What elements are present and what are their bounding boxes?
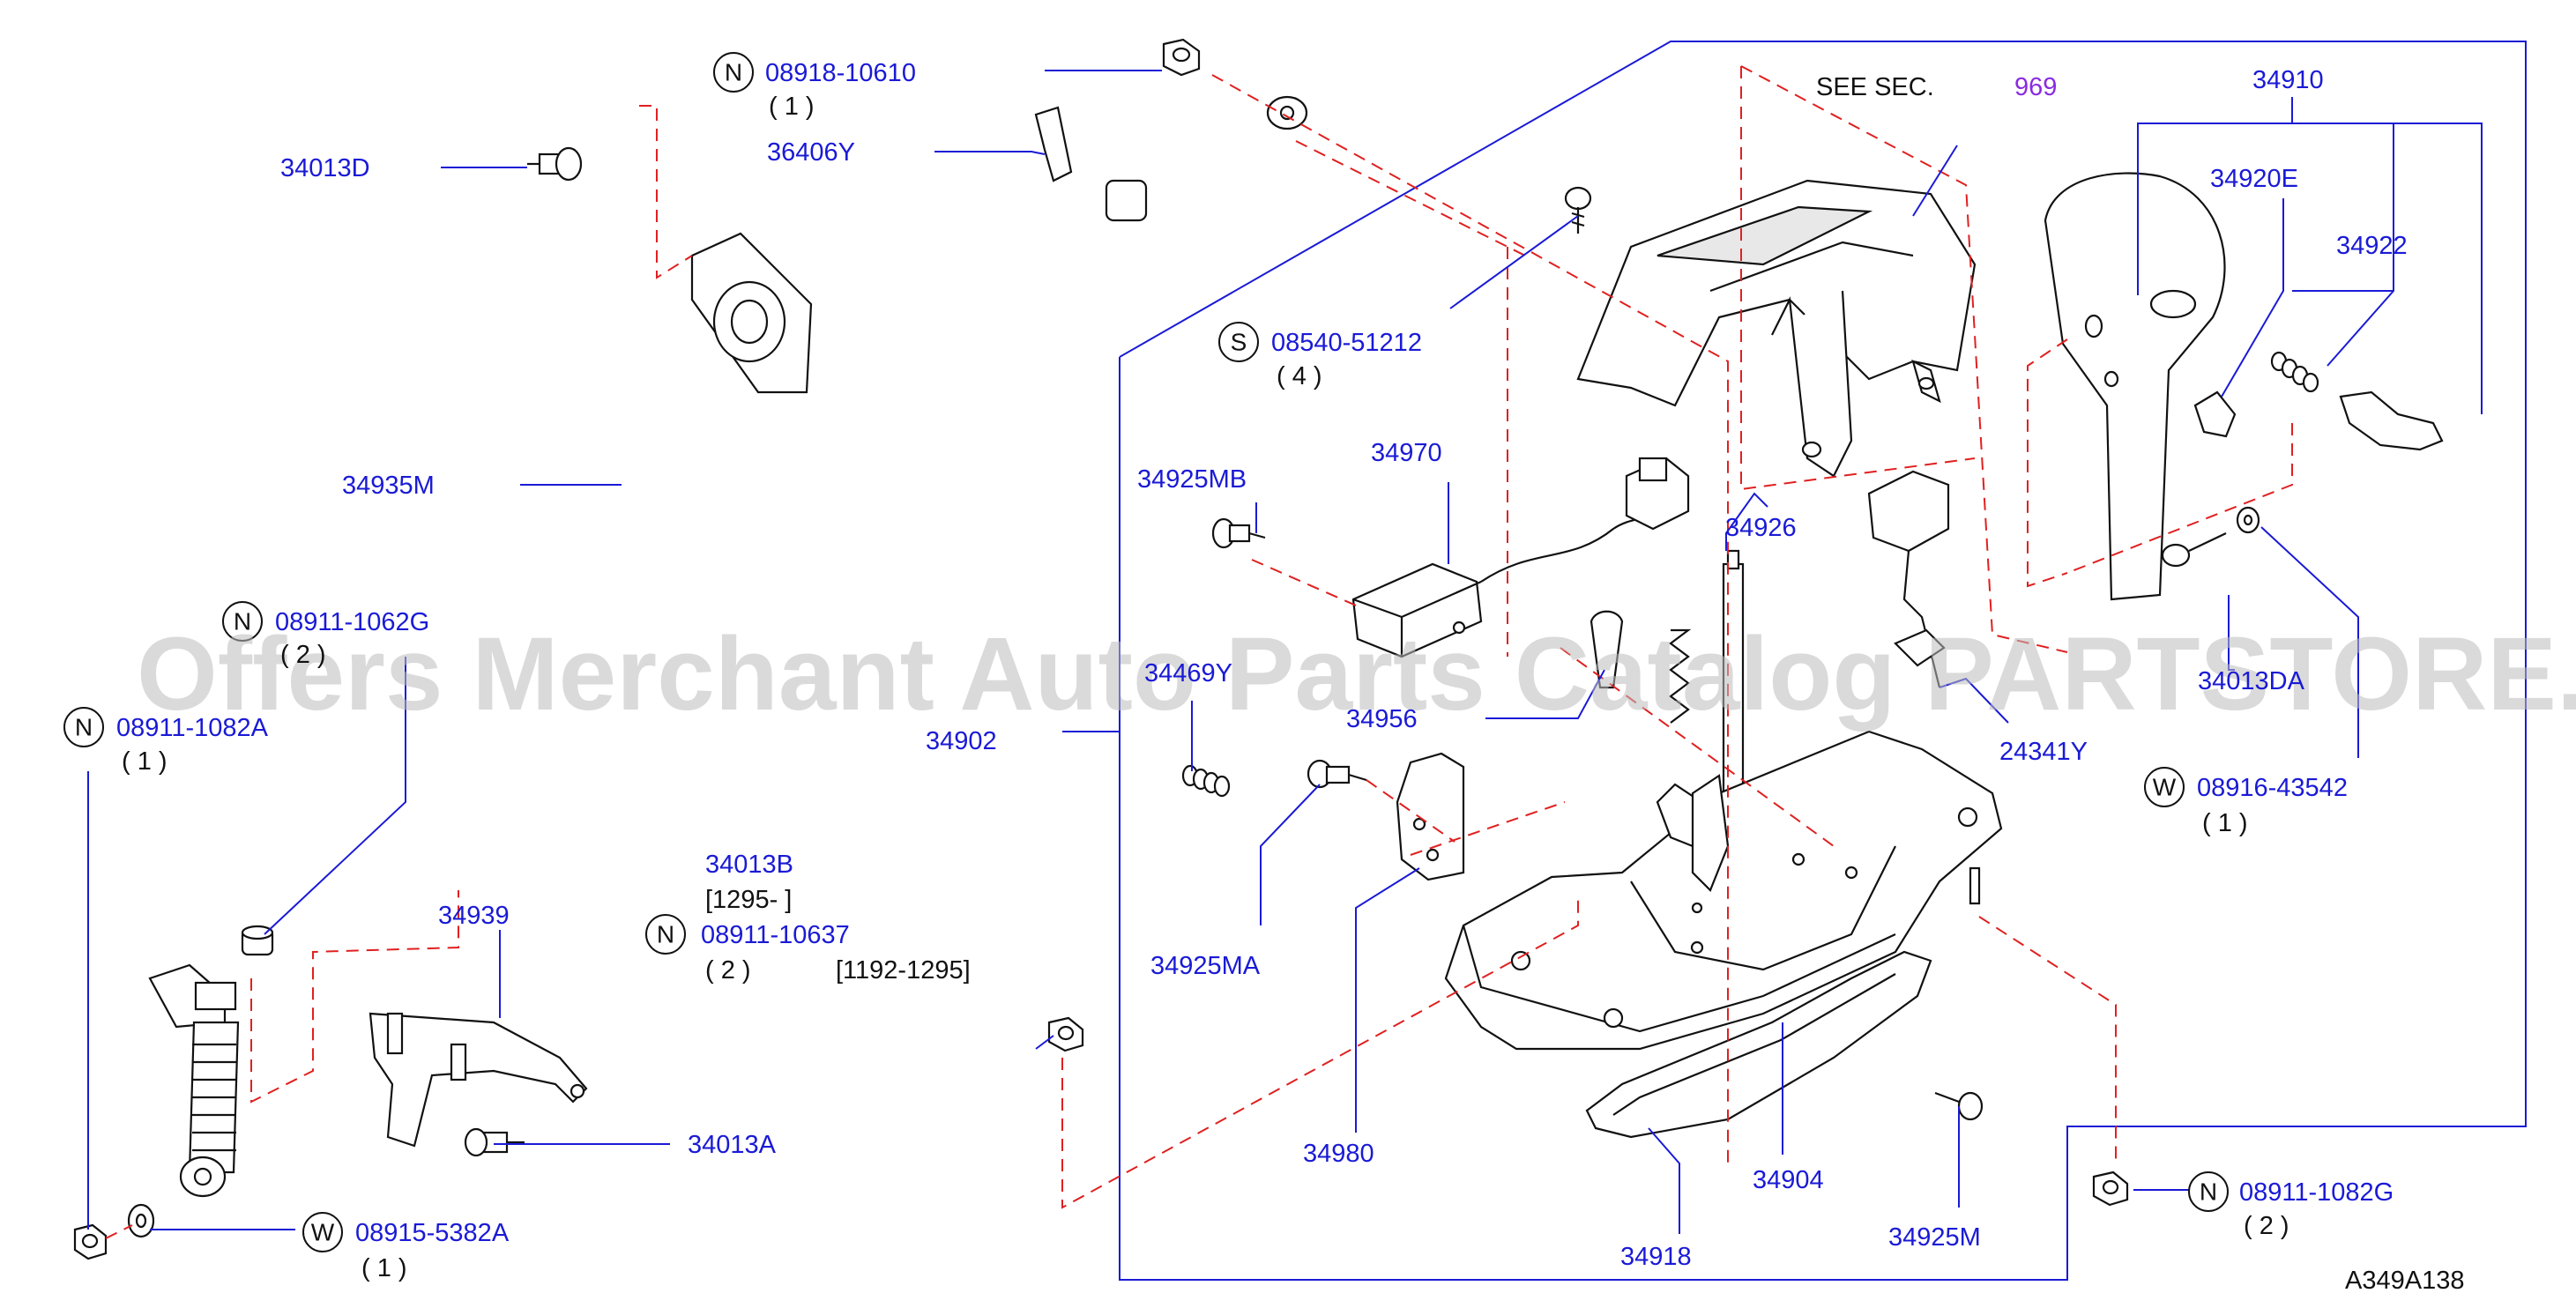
- label-34013D: 34013D: [280, 154, 370, 182]
- label-34970: 34970: [1371, 439, 1442, 467]
- watermark: Offers Merchant Auto Parts Catalog PARTS…: [137, 616, 2576, 732]
- washer-08916-43542: [2236, 506, 2260, 534]
- boot-34918: [1585, 950, 1932, 1139]
- position-switch-34980: [1396, 752, 1465, 881]
- callout-w-2: W: [2153, 774, 2177, 801]
- callout-n-5: N: [2200, 1178, 2217, 1206]
- qty-08918-10610: ( 1 ): [769, 93, 815, 121]
- nut-08911-1082A: [73, 1223, 108, 1260]
- indicator-cover: [1576, 179, 1977, 478]
- diagram-code: A349A138: [2345, 1267, 2464, 1295]
- nut-08911-1082G: [2092, 1171, 2129, 1207]
- spring-34469Y: [1181, 764, 1231, 798]
- qty-08911-1062G: ( 2 ): [280, 641, 326, 669]
- callout-w-1: W: [311, 1219, 335, 1246]
- label-34926: 34926: [1725, 514, 1797, 542]
- label-08911-1082G: 08911-1082G: [2239, 1178, 2394, 1207]
- qty-08916-43542: ( 1 ): [2202, 809, 2248, 837]
- label-34918: 34918: [1620, 1243, 1692, 1271]
- label-34939: 34939: [438, 902, 510, 930]
- alignment-lines: [105, 65, 2293, 1239]
- label-34922: 34922: [2336, 232, 2408, 260]
- label-34925M: 34925M: [1888, 1223, 1981, 1252]
- bolt-34013D: [527, 146, 583, 182]
- label-08915-5382A: 08915-5382A: [355, 1219, 510, 1247]
- qty-08540-51212: ( 4 ): [1277, 362, 1322, 390]
- nut-08911-1062G-left: [241, 925, 274, 956]
- nut-08911-10637: [1047, 1016, 1084, 1052]
- label-34980: 34980: [1303, 1140, 1374, 1168]
- clip-36406Y: [1034, 106, 1073, 182]
- pin-34956: [1590, 610, 1624, 689]
- callout-n-2: N: [234, 608, 251, 635]
- label-34935M: 34935M: [342, 472, 435, 500]
- cable-bracket-top: [690, 232, 813, 394]
- spring-34922: [2270, 351, 2319, 393]
- label-34920E: 34920E: [2210, 165, 2298, 193]
- label-34013B: 34013B: [705, 851, 793, 879]
- screw-34013DA: [2161, 532, 2227, 568]
- label-34904: 34904: [1753, 1166, 1824, 1194]
- knob-push-pin: [2339, 390, 2444, 451]
- callout-n-1: N: [725, 59, 742, 86]
- label-08911-1062G: 08911-1062G: [275, 608, 429, 636]
- range-1192-1295: [1192-1295]: [836, 956, 971, 985]
- screw-08540-51212: [1564, 186, 1592, 234]
- switch-34970: [1351, 457, 1690, 658]
- label-08911-10637: 08911-10637: [701, 921, 850, 949]
- qty-08911-1082G: ( 2 ): [2244, 1212, 2289, 1240]
- label-34013A: 34013A: [688, 1131, 777, 1159]
- detent-spring-34926: [1669, 628, 1692, 724]
- callout-n-4: N: [657, 921, 674, 948]
- label-24341Y: 24341Y: [1999, 738, 2088, 766]
- section-969: 969: [2014, 73, 2057, 101]
- leader-lines: [87, 70, 2483, 1234]
- washer-08915-5382A: [127, 1203, 155, 1238]
- label-08540-51212: 08540-51212: [1271, 329, 1422, 357]
- label-08916-43542: 08916-43542: [2197, 774, 2348, 802]
- label-36406Y: 36406Y: [767, 138, 855, 167]
- label-34910: 34910: [2252, 66, 2324, 94]
- nut-08918-10610: [1162, 38, 1201, 77]
- callout-s-1: S: [1231, 329, 1247, 356]
- label-34013DA: 34013DA: [2198, 667, 2305, 695]
- label-34902: 34902: [926, 727, 997, 755]
- bolt-34925MB: [1211, 517, 1266, 549]
- qty-08911-1082A: ( 1 ): [122, 747, 168, 776]
- part-labels: 34013D 08918-10610 ( 1 ) 36406Y 34935M 0…: [116, 59, 2464, 1295]
- button-34920E: [2193, 390, 2237, 438]
- cable-lower-end: [148, 963, 240, 1198]
- label-08918-10610: 08918-10610: [765, 59, 916, 87]
- bolt-34925MA: [1307, 759, 1367, 789]
- qty-08915-5382A: ( 1 ): [361, 1254, 407, 1282]
- bracket-34939: [369, 1012, 588, 1148]
- assembly-boundary: [1119, 41, 2527, 1281]
- base-bracket-34904: [1444, 730, 2003, 1051]
- label-34956: 34956: [1346, 705, 1418, 733]
- callout-n-3: N: [75, 714, 93, 741]
- range-1295: [1295- ]: [705, 886, 792, 914]
- label-34925MB: 34925MB: [1137, 465, 1247, 494]
- bolt-34013A: [464, 1127, 525, 1157]
- selector-knob-34910: [2044, 172, 2226, 601]
- qty-08911-10637: ( 2 ): [705, 956, 751, 985]
- see-sec-ref: SEE SEC.: [1816, 73, 1934, 101]
- harness-24341Y: [1867, 470, 1950, 688]
- label-34925MA: 34925MA: [1150, 952, 1261, 980]
- label-08911-1082A: 08911-1082A: [116, 714, 269, 742]
- label-34469Y: 34469Y: [1144, 659, 1232, 687]
- callout-symbols: N N N N W S W N: [63, 52, 2229, 1252]
